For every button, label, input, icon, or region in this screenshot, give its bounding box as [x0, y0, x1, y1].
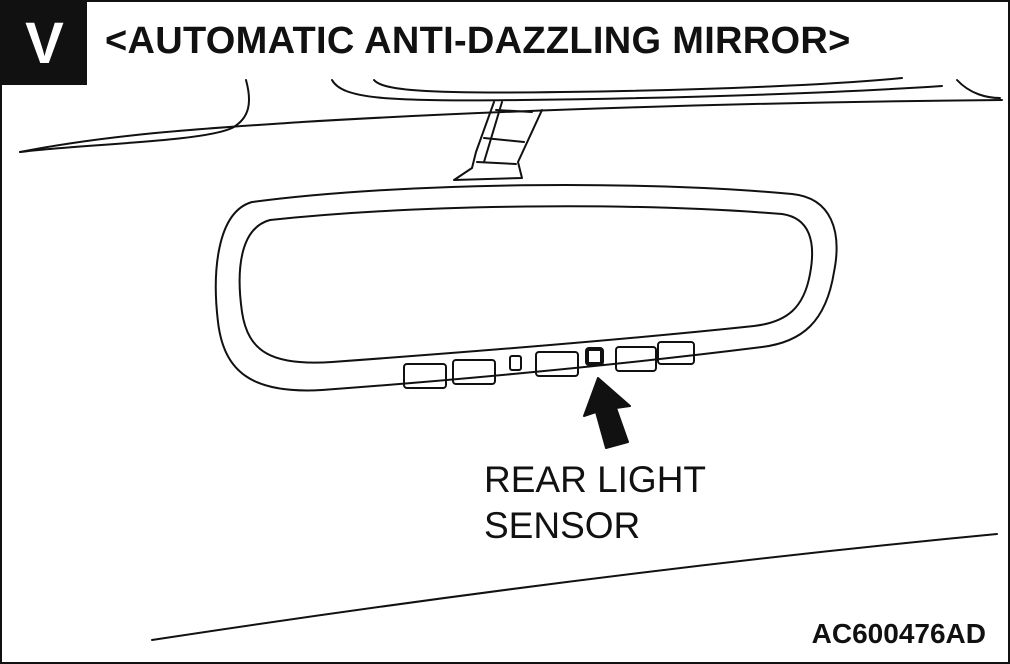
- mirror-button: [657, 341, 695, 365]
- headliner-line: [19, 99, 1003, 153]
- roof-trim-line: [331, 79, 943, 102]
- sensor-callout: REAR LIGHT SENSOR: [484, 457, 706, 549]
- mirror-glass: [238, 205, 814, 364]
- roof-trim-right: [956, 79, 1001, 99]
- mirror-button: [452, 359, 496, 385]
- mirror-button: [535, 351, 579, 377]
- callout-line-1: REAR LIGHT: [484, 459, 707, 500]
- rear-light-sensor: [585, 347, 604, 366]
- mirror-button: [615, 346, 657, 372]
- mirror-stem: [453, 101, 543, 181]
- indicator-lamp: [509, 355, 522, 371]
- headliner-curve-left: [19, 79, 250, 153]
- figure-code: AC600476AD: [811, 618, 986, 649]
- mirror-button: [403, 363, 447, 389]
- mirror-housing: [214, 183, 838, 392]
- arrow-icon: [583, 377, 631, 449]
- roof-trim-line-2: [373, 77, 903, 94]
- section-badge: V: [2, 2, 87, 85]
- diagram-title: <AUTOMATIC ANTI-DAZZLING MIRROR>: [105, 20, 851, 62]
- lower-dash-line: [151, 533, 998, 641]
- callout-line-2: SENSOR: [484, 505, 641, 546]
